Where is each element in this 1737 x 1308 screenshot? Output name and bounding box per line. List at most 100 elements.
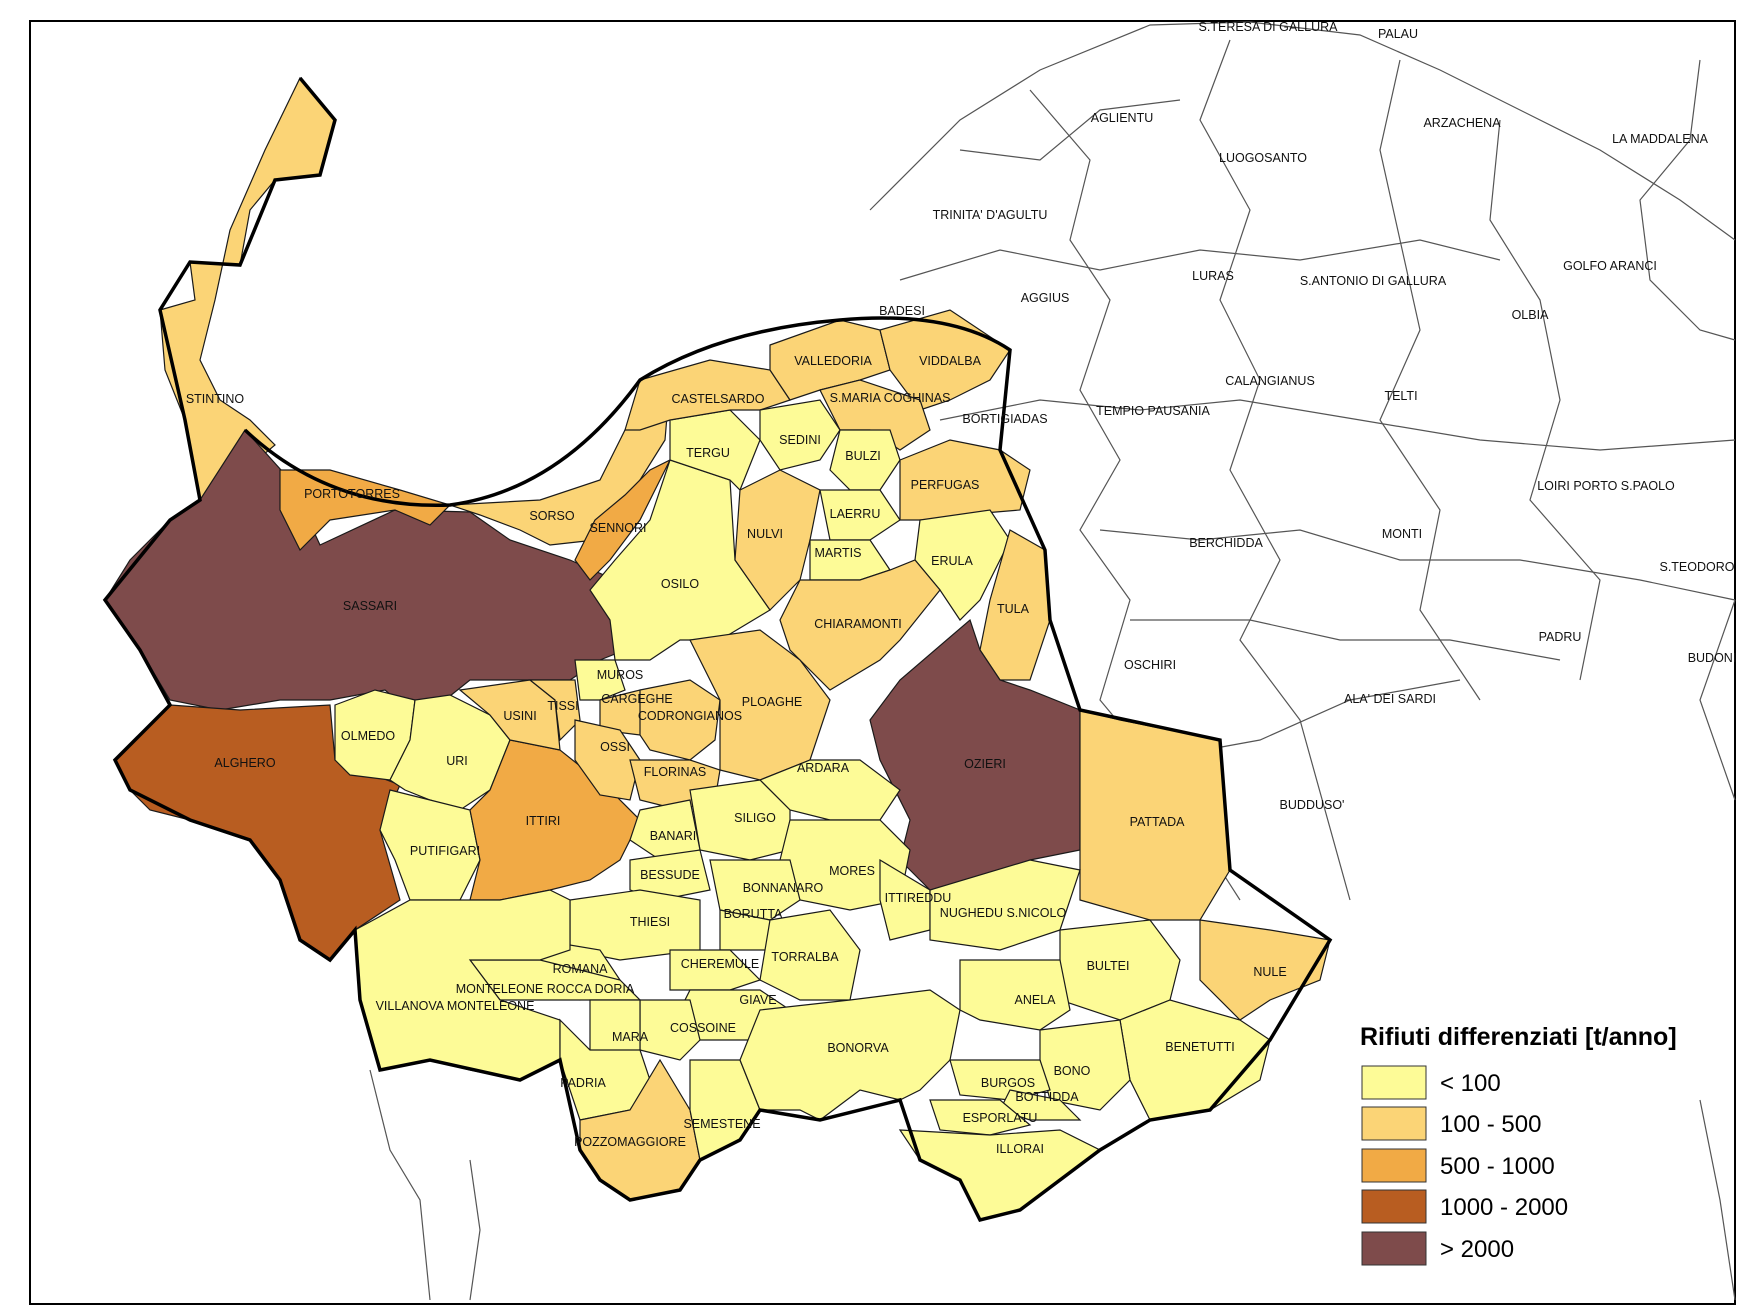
municipality-esporlatu[interactable] [929, 1099, 1032, 1136]
label-erula: ERULA [931, 554, 973, 568]
label-sedini: SEDINI [779, 433, 821, 447]
label-giave: GIAVE [739, 993, 776, 1007]
municipality-sedini[interactable] [759, 399, 841, 471]
label-aglientu: AGLIENTU [1091, 111, 1154, 125]
label-steresa: S.TERESA DI GALLURA [1199, 20, 1339, 34]
label-florinas: FLORINAS [644, 765, 707, 779]
label-muros: MUROS [597, 668, 644, 682]
municipality-tissi[interactable] [528, 679, 581, 742]
legend: Rifiuti differenziati [t/anno] < 100 100… [1360, 1023, 1677, 1266]
legend-label-3: 500 - 1000 [1440, 1153, 1555, 1180]
municipality-codrongianos[interactable] [639, 679, 721, 761]
label-mores: MORES [829, 864, 875, 878]
legend-swatch-2 [1361, 1106, 1427, 1141]
label-padria: PADRIA [560, 1076, 606, 1090]
label-stintino: STINTINO [186, 392, 245, 406]
municipality-benetutti[interactable] [1119, 999, 1271, 1121]
municipality-ossi[interactable] [574, 719, 641, 801]
label-romana: ROMANA [553, 962, 609, 976]
municipality-laerru[interactable] [819, 489, 901, 541]
municipality-sennori[interactable] [574, 458, 672, 581]
label-viddalba: VIDDALBA [919, 354, 981, 368]
municipality-labels: STINTINO SASSARI PORTOTORRES SORSO SENNO… [186, 354, 1287, 1156]
label-bonnanaro: BONNANARO [743, 881, 824, 895]
outside-area-labels: S.TERESA DI GALLURA PALAU AGLIENTU ARZAC… [879, 20, 1736, 812]
label-tergu: TERGU [686, 446, 730, 460]
label-portotorres: PORTOTORRES [304, 487, 400, 501]
municipality-chiaramonti[interactable] [779, 559, 941, 691]
municipality-ittireddu[interactable] [879, 858, 931, 941]
municipality-portotorres[interactable] [279, 469, 452, 552]
label-uri: URI [446, 754, 468, 768]
municipality-bonnanaro[interactable] [709, 859, 801, 921]
label-monteleone: MONTELEONE ROCCA DORIA [456, 982, 635, 996]
label-tissi: TISSI [547, 699, 578, 713]
label-usini: USINI [503, 709, 536, 723]
label-bultei: BULTEI [1087, 959, 1130, 973]
label-santantonio: S.ANTONIO DI GALLURA [1300, 274, 1447, 288]
label-arzachena: ARZACHENA [1423, 116, 1501, 130]
legend-item-1: < 100 [1361, 1065, 1501, 1100]
legend-label-2: 100 - 500 [1440, 1111, 1541, 1138]
label-telti: TELTI [1384, 389, 1417, 403]
label-valledoria: VALLEDORIA [794, 354, 872, 368]
label-monti: MONTI [1382, 527, 1422, 541]
label-sorso: SORSO [529, 509, 574, 523]
legend-swatch-3 [1361, 1148, 1427, 1183]
label-luras: LURAS [1192, 269, 1234, 283]
label-alghero: ALGHERO [214, 756, 275, 770]
label-thiesi: THIESI [630, 915, 670, 929]
label-benetutti: BENETUTTI [1165, 1040, 1234, 1054]
legend-label-5: > 2000 [1440, 1236, 1514, 1263]
label-golfoaranci: GOLFO ARANCI [1563, 259, 1657, 273]
label-bortigiadas: BORTIGIADAS [962, 412, 1047, 426]
label-loiri: LOIRI PORTO S.PAOLO [1537, 479, 1675, 493]
municipality-muros[interactable] [574, 659, 626, 701]
label-sennori: SENNORI [590, 521, 647, 535]
label-tempio: TEMPIO PAUSANIA [1096, 404, 1210, 418]
label-palau: PALAU [1378, 27, 1418, 41]
legend-item-3: 500 - 1000 [1361, 1148, 1555, 1183]
label-budduso: BUDDUSO' [1280, 798, 1345, 812]
municipality-perfugas[interactable] [899, 439, 1031, 521]
municipality-cheremule[interactable] [669, 949, 762, 991]
label-cheremule: CHEREMULE [681, 957, 760, 971]
southern-boundaries [369, 1069, 481, 1301]
label-burgos: BURGOS [981, 1076, 1035, 1090]
municipality-bessude[interactable] [629, 849, 711, 901]
label-budoni: BUDONI [1688, 651, 1737, 665]
legend-swatch-4 [1361, 1189, 1427, 1224]
label-luogosanto: LUOGOSANTO [1219, 151, 1307, 165]
legend-item-4: 1000 - 2000 [1361, 1189, 1568, 1224]
label-perfugas: PERFUGAS [911, 478, 980, 492]
label-ittiri: ITTIRI [526, 814, 561, 828]
label-padru: PADRU [1539, 630, 1582, 644]
province-boundary [102, 76, 1333, 1223]
label-ploaghe: PLOAGHE [742, 695, 802, 709]
label-trinita: TRINITA' D'AGULTU [933, 208, 1048, 222]
label-oschiri: OSCHIRI [1124, 658, 1176, 672]
municipality-castelsardo[interactable] [624, 359, 791, 431]
label-nulvi: NULVI [747, 527, 783, 541]
label-ossi: OSSI [600, 740, 630, 754]
label-bessude: BESSUDE [640, 868, 700, 882]
municipality-nule[interactable] [1199, 919, 1331, 1021]
label-sassari: SASSARI [343, 599, 397, 613]
label-borutta: BORUTTA [724, 907, 783, 921]
label-chiaramonti: CHIARAMONTI [814, 617, 902, 631]
legend-swatch-5 [1361, 1231, 1427, 1266]
municipality-ardara[interactable] [758, 759, 901, 821]
label-cossoine: COSSOINE [670, 1021, 736, 1035]
label-ozieri: OZIERI [964, 757, 1006, 771]
label-mara: MARA [612, 1030, 649, 1044]
label-tula: TULA [997, 602, 1030, 616]
label-nule: NULE [1253, 965, 1286, 979]
label-bottidda: BOTTIDDA [1015, 1090, 1079, 1104]
legend-label-4: 1000 - 2000 [1440, 1194, 1568, 1221]
label-torralba: TORRALBA [771, 950, 839, 964]
label-martis: MARTIS [815, 546, 862, 560]
label-codrongianos: CODRONGIANOS [638, 709, 742, 723]
label-lamaddalena: LA MADDALENA [1612, 132, 1709, 146]
label-ittireddu: ITTIREDDU [885, 891, 952, 905]
